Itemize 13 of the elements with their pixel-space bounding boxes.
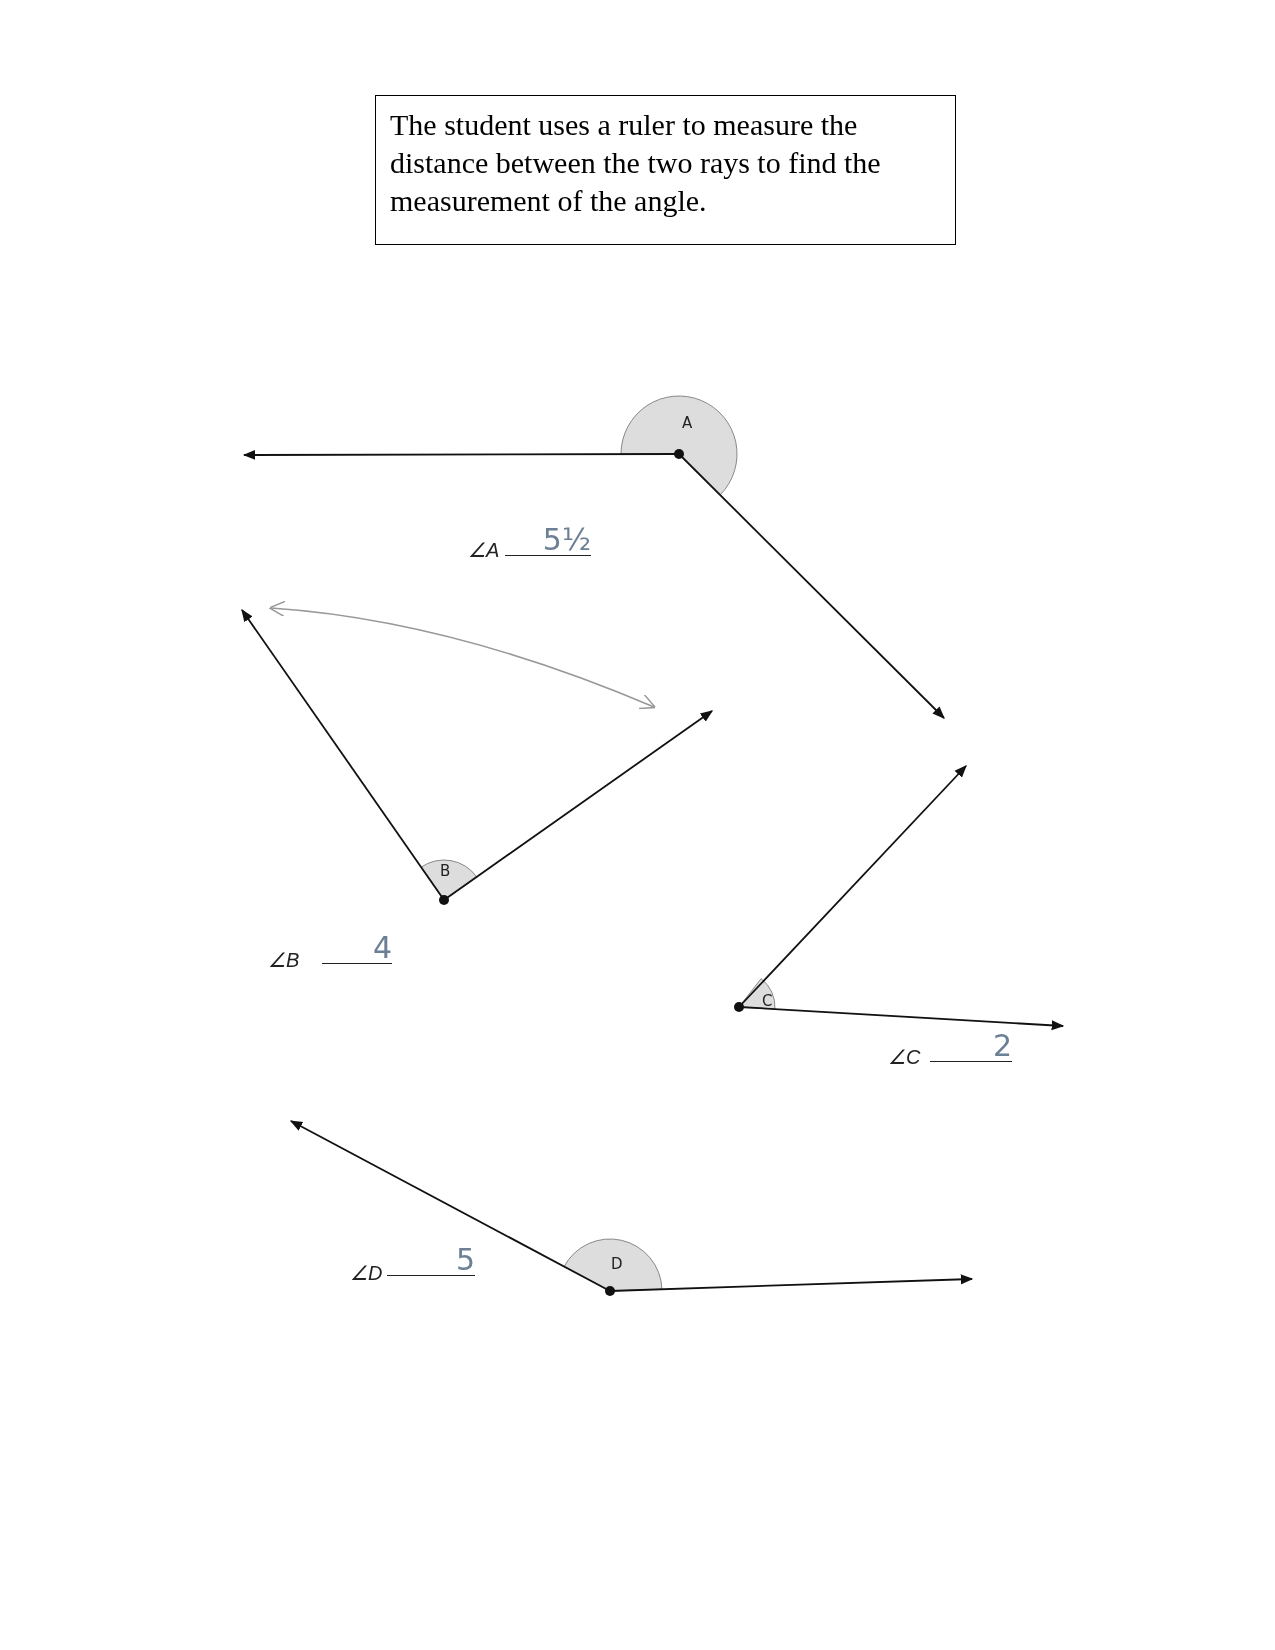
angle-label: ∠A	[468, 538, 500, 562]
fill-in-line: 5	[387, 1245, 475, 1276]
fill-in-line: 4	[322, 933, 392, 964]
angle-label: ∠D	[350, 1261, 383, 1285]
vertex-label: B	[440, 862, 451, 880]
fill-in-line: 5½	[505, 525, 591, 556]
angle-label: ∠B	[268, 948, 300, 972]
angle-label: ∠C	[888, 1045, 921, 1069]
vertex-label: D	[611, 1255, 623, 1273]
instruction-text: The student uses a ruler to measure the distance between the two rays to find the measurement of the angle.	[390, 107, 882, 219]
vertex-label: A	[682, 414, 693, 432]
vertex-label: C	[762, 992, 773, 1010]
fill-in-line: 2	[930, 1031, 1012, 1062]
